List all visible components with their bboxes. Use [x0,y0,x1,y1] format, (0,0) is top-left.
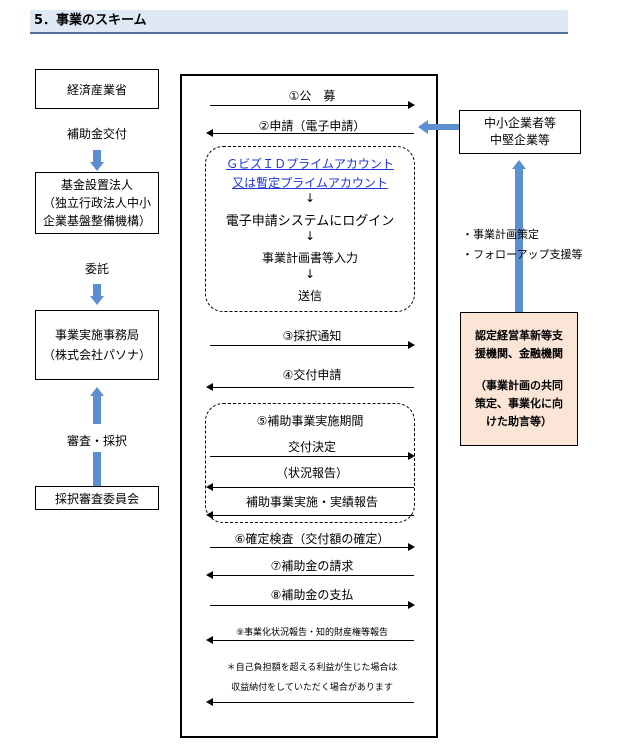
send-step: 送信 [297,289,322,303]
status-report: （状況報告） [275,466,348,480]
profit-note-line-1: ＊自己負担額を超える利益が生じた場合は [226,663,398,673]
org-line-2: 援機関、金融機関 [475,347,563,360]
left-arrow-icon [206,483,213,491]
down-arrow-icon: ↓ [304,229,316,243]
sme-line-1: 中小企業者等 [483,116,556,130]
arrow-line [212,515,414,516]
arrow-shaft [428,124,459,130]
step-public-offering: ①公 募 [288,89,336,103]
down-arrow-icon [90,296,104,305]
review-committee-box: 採択審査委員会 [35,486,159,510]
org-line-3: （事業計画の共同 [475,379,563,392]
arrow-line [212,575,414,576]
step-grant-application: ④交付申請 [282,368,342,382]
right-arrow-icon [408,543,415,551]
gbizid-link-line-1[interactable]: ＧビズＩＤプライムアカウント [226,157,394,171]
arrow-line [210,547,408,548]
arrow-line [212,702,414,703]
process-panel [180,74,438,738]
meti-box: 経済産業省 [35,69,159,109]
arrow-line [210,456,408,457]
fund-line-1: 基金設置法人 [60,178,133,192]
step-final-inspection: ⑥確定検査（交付額の確定） [234,532,390,546]
left-arrow-icon [206,698,213,706]
step-subsidy-request: ⑦補助金の請求 [270,559,354,573]
subsidy-grant-label: 補助金交付 [66,127,127,141]
section-title: 5．事業のスキーム [34,13,147,28]
right-arrow-icon [408,341,415,349]
sme-box: 中小企業者等 中堅企業等 [459,110,581,154]
meti-label: 経済産業省 [66,82,127,97]
gbizid-link-line-2[interactable]: 又は暫定プライムアカウント [232,176,388,190]
org-line-1: 認定経営革新等支 [475,329,563,342]
down-arrow-icon: ↓ [304,191,316,205]
step-selection-notice: ③採択通知 [282,329,342,343]
section-header: 5．事業のスキーム [30,10,568,34]
up-arrow-icon [90,387,104,396]
login-step: 電子申請システムにログイン [225,214,395,229]
implementation-period-box [205,403,415,523]
org-line-5: けた助言等） [486,415,552,428]
right-arrow-icon [408,452,415,460]
left-arrow-icon [206,511,213,519]
right-arrow-icon [408,601,415,609]
fund-line-2: （独立行政法人中小 [42,196,151,210]
arrow-line [212,640,414,641]
consignment-label: 委託 [84,262,109,276]
fund-line-3: 企業基盤整備機構） [42,214,151,228]
left-arrow-icon [206,383,213,391]
profit-note-line-2: 収益納付をしていただく場合があります [231,683,393,693]
application-procedure-box [205,146,415,312]
input-step: 事業計画書等入力 [261,251,358,265]
support-label-1: ・事業計画策定 [462,228,539,241]
review-selection-label: 審査・採択 [66,434,127,448]
arrow-line [212,487,414,488]
arrow-shaft [93,150,101,164]
step-implementation-period: ⑤補助事業実施期間 [256,414,364,428]
down-arrow-icon [90,162,104,171]
arrow-line [210,345,408,346]
left-arrow-icon [206,636,213,644]
implementation-report: 補助事業実施・実績報告 [245,495,378,509]
arrow-shaft [93,452,101,486]
secretariat-line-2: （株式会社パソナ） [42,348,151,362]
org-line-4: 策定、事業化に向 [475,397,563,410]
right-arrow-icon [408,101,415,109]
grant-decision: 交付決定 [287,440,336,454]
fund-corporation-box: 基金設置法人 （独立行政法人中小 企業基盤整備機構） [35,172,159,234]
arrow-line [212,387,414,388]
arrow-line [210,105,408,106]
committee-label: 採択審査委員会 [54,491,139,506]
arrow-line [210,605,408,606]
arrow-shaft [515,169,523,312]
left-arrow-icon [206,571,213,579]
down-arrow-icon: ↓ [304,267,316,281]
left-arrow-icon [206,129,213,137]
secretariat-line-1: 事業実施事務局 [54,328,139,342]
step-commercialization-report: ⑨事業化状況報告・知的財産権等報告 [235,628,389,638]
arrow-shaft [93,396,101,424]
arrow-shaft [93,284,101,298]
step-subsidy-payment: ⑧補助金の支払 [270,588,354,602]
support-label-2: ・フォローアップ支援等 [462,248,583,261]
up-arrow-icon [512,160,526,169]
left-arrow-icon [418,120,428,134]
secretariat-box: 事業実施事務局 （株式会社パソナ） [35,310,159,380]
arrow-line [212,133,414,134]
step-application: ②申請（電子申請） [258,119,366,133]
support-organization-box: 認定経営革新等支 援機関、金融機関 （事業計画の共同 策定、事業化に向 けた助言… [460,312,578,446]
sme-line-2: 中堅企業等 [489,133,550,147]
